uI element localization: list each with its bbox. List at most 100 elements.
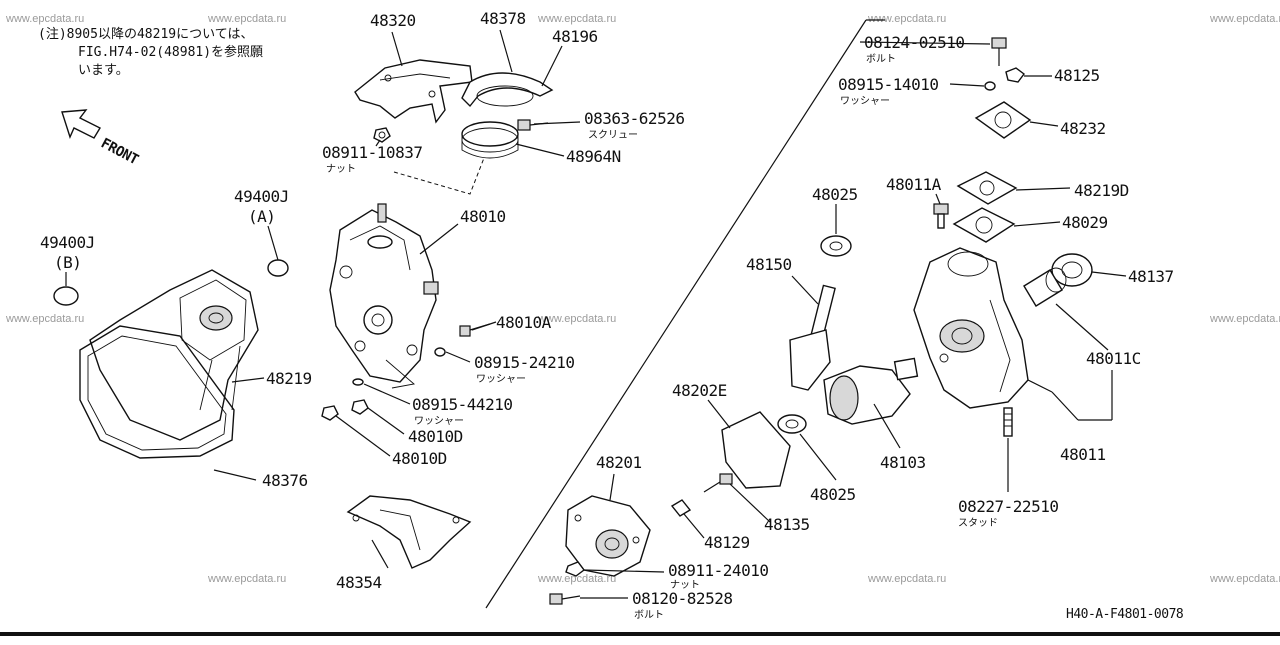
label-08915-24210[interactable]: 08915-24210 bbox=[474, 353, 575, 372]
label-48129[interactable]: 48129 bbox=[704, 533, 750, 552]
label-48025[interactable]: 48025 bbox=[810, 485, 856, 504]
nut-08911-24010[interactable] bbox=[565, 561, 585, 577]
figure-code: H40-A-F4801-0078 bbox=[1066, 607, 1183, 622]
label-48354[interactable]: 48354 bbox=[336, 573, 382, 592]
washer-08915-24210[interactable] bbox=[434, 347, 446, 357]
gasket-48219d[interactable] bbox=[956, 171, 1018, 205]
washer-08915-44210[interactable] bbox=[352, 378, 364, 386]
label-48010d[interactable]: 48010D bbox=[392, 449, 447, 468]
plug-49400j-b[interactable] bbox=[53, 286, 79, 306]
label-48320[interactable]: 48320 bbox=[370, 11, 416, 30]
label-48219[interactable]: 48219 bbox=[266, 369, 312, 388]
label-48196[interactable]: 48196 bbox=[552, 27, 598, 46]
watermark: www.epcdata.ru bbox=[537, 13, 616, 25]
gasket-48202e[interactable] bbox=[721, 411, 791, 489]
bushing-48011c[interactable] bbox=[1023, 267, 1067, 307]
bolt-48011a[interactable] bbox=[933, 203, 949, 229]
label-48964n[interactable]: 48964N bbox=[566, 147, 621, 166]
watermark: www.epcdata.ru bbox=[867, 13, 946, 25]
watermark: www.epcdata.ru bbox=[207, 13, 286, 25]
bracket-48320[interactable] bbox=[354, 59, 473, 124]
label-48011c[interactable]: 48011C bbox=[1086, 349, 1141, 368]
stud-08227[interactable] bbox=[1003, 407, 1013, 437]
bearing-48025-bottom[interactable] bbox=[777, 414, 807, 434]
bracket-48354[interactable] bbox=[346, 495, 472, 569]
label-08911-10837[interactable]: 08911-10837 bbox=[322, 143, 423, 162]
label-nut-sub: ナット bbox=[670, 579, 700, 591]
watermark: www.epcdata.ru bbox=[537, 313, 616, 325]
nut-48125[interactable] bbox=[1005, 67, 1025, 83]
label-screw-sub: スクリュー bbox=[588, 129, 638, 141]
label-48125[interactable]: 48125 bbox=[1054, 66, 1100, 85]
label-48011a[interactable]: 48011A bbox=[886, 175, 942, 194]
bearing-48025-top[interactable] bbox=[820, 235, 852, 257]
label-49400j-b[interactable]: 49400J bbox=[40, 233, 95, 252]
bolt-08120[interactable] bbox=[549, 593, 581, 605]
plate-48232[interactable] bbox=[974, 101, 1032, 139]
label-48219d[interactable]: 48219D bbox=[1074, 181, 1129, 200]
label-48103[interactable]: 48103 bbox=[880, 453, 926, 472]
label-48029[interactable]: 48029 bbox=[1062, 213, 1108, 232]
label-48010a[interactable]: 48010A bbox=[496, 313, 552, 332]
label-48025[interactable]: 48025 bbox=[812, 185, 858, 204]
gasket-48376[interactable] bbox=[79, 325, 235, 459]
gearbox-48010[interactable] bbox=[329, 203, 439, 389]
watermark: www.epcdata.ru bbox=[1209, 313, 1280, 325]
label-48011[interactable]: 48011 bbox=[1060, 445, 1106, 464]
ring-48964n[interactable] bbox=[461, 121, 519, 159]
front-label: FRONT bbox=[98, 135, 141, 168]
plug-49400j-a[interactable] bbox=[267, 259, 289, 277]
nut-48010d-upper[interactable] bbox=[351, 399, 369, 415]
label-08363-62526[interactable]: 08363-62526 bbox=[584, 109, 685, 128]
label-48201[interactable]: 48201 bbox=[596, 453, 642, 472]
label-48202e[interactable]: 48202E bbox=[672, 381, 727, 400]
label-48232[interactable]: 48232 bbox=[1060, 119, 1106, 138]
gasket-48029[interactable] bbox=[952, 207, 1016, 243]
screw-08363[interactable] bbox=[517, 119, 549, 131]
label-washer-sub: ワッシャー bbox=[414, 416, 464, 427]
watermark: www.epcdata.ru bbox=[5, 313, 84, 325]
label-48135[interactable]: 48135 bbox=[764, 515, 810, 534]
watermark: www.epcdata.ru bbox=[207, 573, 286, 585]
housing-48011[interactable] bbox=[913, 247, 1029, 409]
label-bolt-sub: ボルト bbox=[866, 53, 896, 65]
label-48010d[interactable]: 48010D bbox=[408, 427, 463, 446]
bolt-08124[interactable] bbox=[991, 37, 1007, 66]
watermark: www.epcdata.ru bbox=[1209, 13, 1280, 25]
label-bolt-sub: ボルト bbox=[634, 609, 664, 621]
clamp-48378[interactable] bbox=[461, 72, 554, 108]
shaft-48150[interactable] bbox=[789, 284, 836, 391]
label-08911-24010[interactable]: 08911-24010 bbox=[668, 561, 769, 580]
label-washer-sub: ワッシャー bbox=[840, 96, 890, 107]
plate-48129[interactable] bbox=[670, 499, 692, 517]
note-line: (注)8905以降の48219については、 bbox=[38, 27, 253, 42]
label-washer-sub: ワッシャー bbox=[476, 374, 526, 385]
label-49400j-a[interactable]: 49400J bbox=[234, 187, 289, 206]
label-48010[interactable]: 48010 bbox=[460, 207, 506, 226]
front-arrow-icon: FRONT bbox=[61, 109, 141, 168]
leader-lines bbox=[65, 29, 1127, 599]
gear-48103[interactable] bbox=[823, 357, 919, 425]
note-line: います。 bbox=[78, 63, 129, 78]
label-49400j-a-tag: (A) bbox=[248, 207, 275, 226]
label-48137[interactable]: 48137 bbox=[1128, 267, 1174, 286]
boot-48219[interactable] bbox=[89, 269, 259, 441]
label-08124-02510[interactable]: 08124-02510 bbox=[864, 33, 965, 52]
washer-08915-14010[interactable] bbox=[984, 81, 996, 91]
label-08915-14010[interactable]: 08915-14010 bbox=[838, 75, 939, 94]
dashed-link bbox=[393, 157, 485, 195]
nut-08911-10837[interactable] bbox=[373, 127, 391, 143]
nut-48010d-lower[interactable] bbox=[321, 405, 339, 421]
watermark: www.epcdata.ru bbox=[1209, 573, 1280, 585]
label-08915-44210[interactable]: 08915-44210 bbox=[412, 395, 513, 414]
label-48150[interactable]: 48150 bbox=[746, 255, 792, 274]
bolt-48135[interactable] bbox=[703, 473, 733, 493]
label-08120-82528[interactable]: 08120-82528 bbox=[632, 589, 733, 608]
label-48378[interactable]: 48378 bbox=[480, 9, 526, 28]
seal-48137[interactable] bbox=[1051, 253, 1093, 287]
cover-48201[interactable] bbox=[565, 495, 651, 577]
label-48376[interactable]: 48376 bbox=[262, 471, 308, 490]
label-08227-22510[interactable]: 08227-22510 bbox=[958, 497, 1059, 516]
